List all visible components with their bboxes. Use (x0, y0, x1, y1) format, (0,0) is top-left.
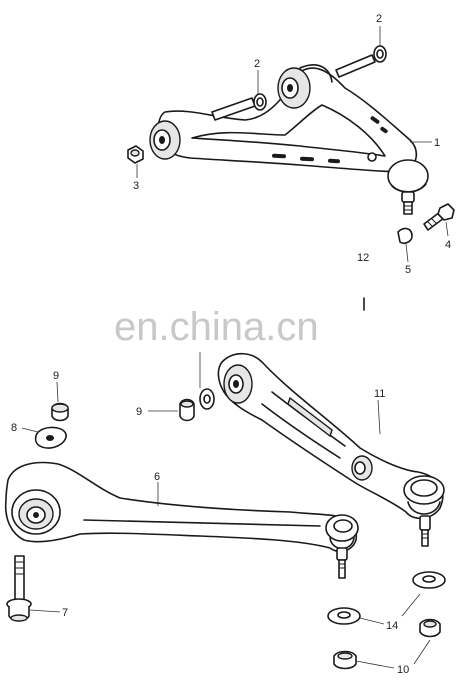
bushing-9-left (51, 402, 69, 422)
nut-10-top (419, 618, 441, 638)
callout-7: 7 (62, 607, 68, 619)
upper-arm-rear-bolt (335, 45, 387, 78)
callout-6: 6 (154, 471, 160, 483)
callout-11: 11 (374, 388, 385, 400)
lower-control-arm-11 (217, 352, 445, 547)
callout-3: 3 (133, 180, 139, 192)
washer-8 (34, 426, 67, 449)
callout-12: 12 (357, 252, 369, 264)
washer-14-top (412, 571, 446, 589)
upper-arm-front-bolt (211, 93, 267, 121)
callout-2-upper-left: 2 (254, 58, 260, 70)
callout-4: 4 (445, 239, 451, 251)
washer-9-right (199, 388, 215, 410)
bolt-7 (6, 555, 32, 622)
nut-3 (127, 145, 144, 164)
nut-10-bottom (333, 650, 357, 670)
watermark: en.china.cn (114, 305, 319, 349)
callout-1: 1 (434, 137, 440, 149)
upper-control-arm (149, 64, 429, 215)
washer-14-bottom (327, 607, 361, 625)
callout-2-upper-right: 2 (376, 13, 382, 25)
leader-lines (21, 26, 449, 669)
bushing-9-right (179, 398, 195, 422)
callout-5: 5 (405, 264, 411, 276)
nut-5 (397, 227, 413, 244)
callout-10: 10 (397, 664, 409, 676)
callout-14: 14 (386, 620, 398, 632)
lateral-link-6 (4, 461, 359, 579)
callout-labels: 2 2 1 3 4 5 12 9 9 8 11 6 7 14 10 (11, 13, 451, 676)
bolt-4 (423, 203, 455, 231)
callout-8: 8 (11, 422, 17, 434)
callout-9-right: 9 (136, 406, 142, 418)
callout-9-left: 9 (53, 370, 59, 382)
